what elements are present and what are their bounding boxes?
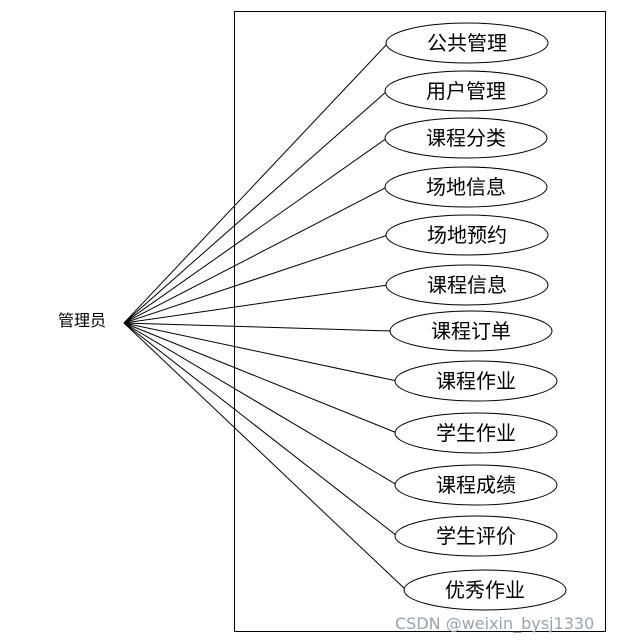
use-case: 优秀作业 (403, 569, 567, 611)
use-case-label: 场地预约 (427, 223, 507, 247)
use-case: 用户管理 (384, 70, 548, 112)
watermark: CSDN @weixin_bysj1330 (395, 614, 594, 634)
use-case: 场地预约 (385, 214, 549, 256)
use-case: 学生作业 (394, 412, 558, 454)
use-case-label: 课程分类 (426, 126, 506, 150)
use-case: 场地信息 (384, 166, 548, 208)
use-case-ellipse (394, 515, 558, 557)
use-case-label: 学生评价 (436, 524, 516, 548)
association-line (123, 284, 389, 324)
use-case-ellipse (394, 360, 558, 402)
use-case-ellipse (384, 117, 548, 159)
use-case-ellipse (385, 22, 549, 64)
association-line (123, 234, 389, 324)
use-case-label: 课程信息 (427, 273, 507, 297)
use-case-ellipse (394, 412, 558, 454)
use-case-ellipses: 公共管理用户管理课程分类场地信息场地预约课程信息课程订单课程作业学生作业课程成绩… (384, 22, 567, 611)
use-case-label: 优秀作业 (445, 578, 525, 602)
use-case-ellipse (385, 264, 549, 306)
association-line (123, 322, 393, 332)
use-case-ellipse (384, 70, 548, 112)
use-case: 课程订单 (389, 310, 553, 352)
use-case-ellipse (385, 214, 549, 256)
association-line (123, 186, 388, 324)
use-case-label: 公共管理 (427, 31, 507, 55)
system-boundary (234, 11, 606, 632)
association-lines (123, 42, 407, 591)
use-case-label: 场地信息 (426, 175, 506, 199)
association-line (123, 322, 398, 434)
use-case-label: 学生作业 (436, 421, 516, 445)
use-case: 课程信息 (385, 264, 549, 306)
association-line (123, 322, 398, 486)
association-line (123, 137, 388, 324)
use-case-ellipse (394, 464, 558, 506)
use-case: 课程成绩 (394, 464, 558, 506)
association-line (123, 90, 388, 324)
use-case-label: 课程成绩 (436, 473, 516, 497)
use-case: 课程作业 (394, 360, 558, 402)
use-case: 课程分类 (384, 117, 548, 159)
use-case-label: 课程订单 (431, 319, 511, 343)
use-case: 学生评价 (394, 515, 558, 557)
use-case-ellipse (384, 166, 548, 208)
association-line (123, 322, 398, 382)
actor-label: 管理员 (58, 311, 106, 330)
association-line (123, 42, 389, 324)
association-line (123, 322, 398, 537)
use-case-label: 课程作业 (436, 369, 516, 393)
association-line (123, 322, 407, 591)
use-case-label: 用户管理 (426, 79, 506, 103)
use-case-ellipse (389, 310, 553, 352)
use-case-ellipse (403, 569, 567, 611)
use-case: 公共管理 (385, 22, 549, 64)
